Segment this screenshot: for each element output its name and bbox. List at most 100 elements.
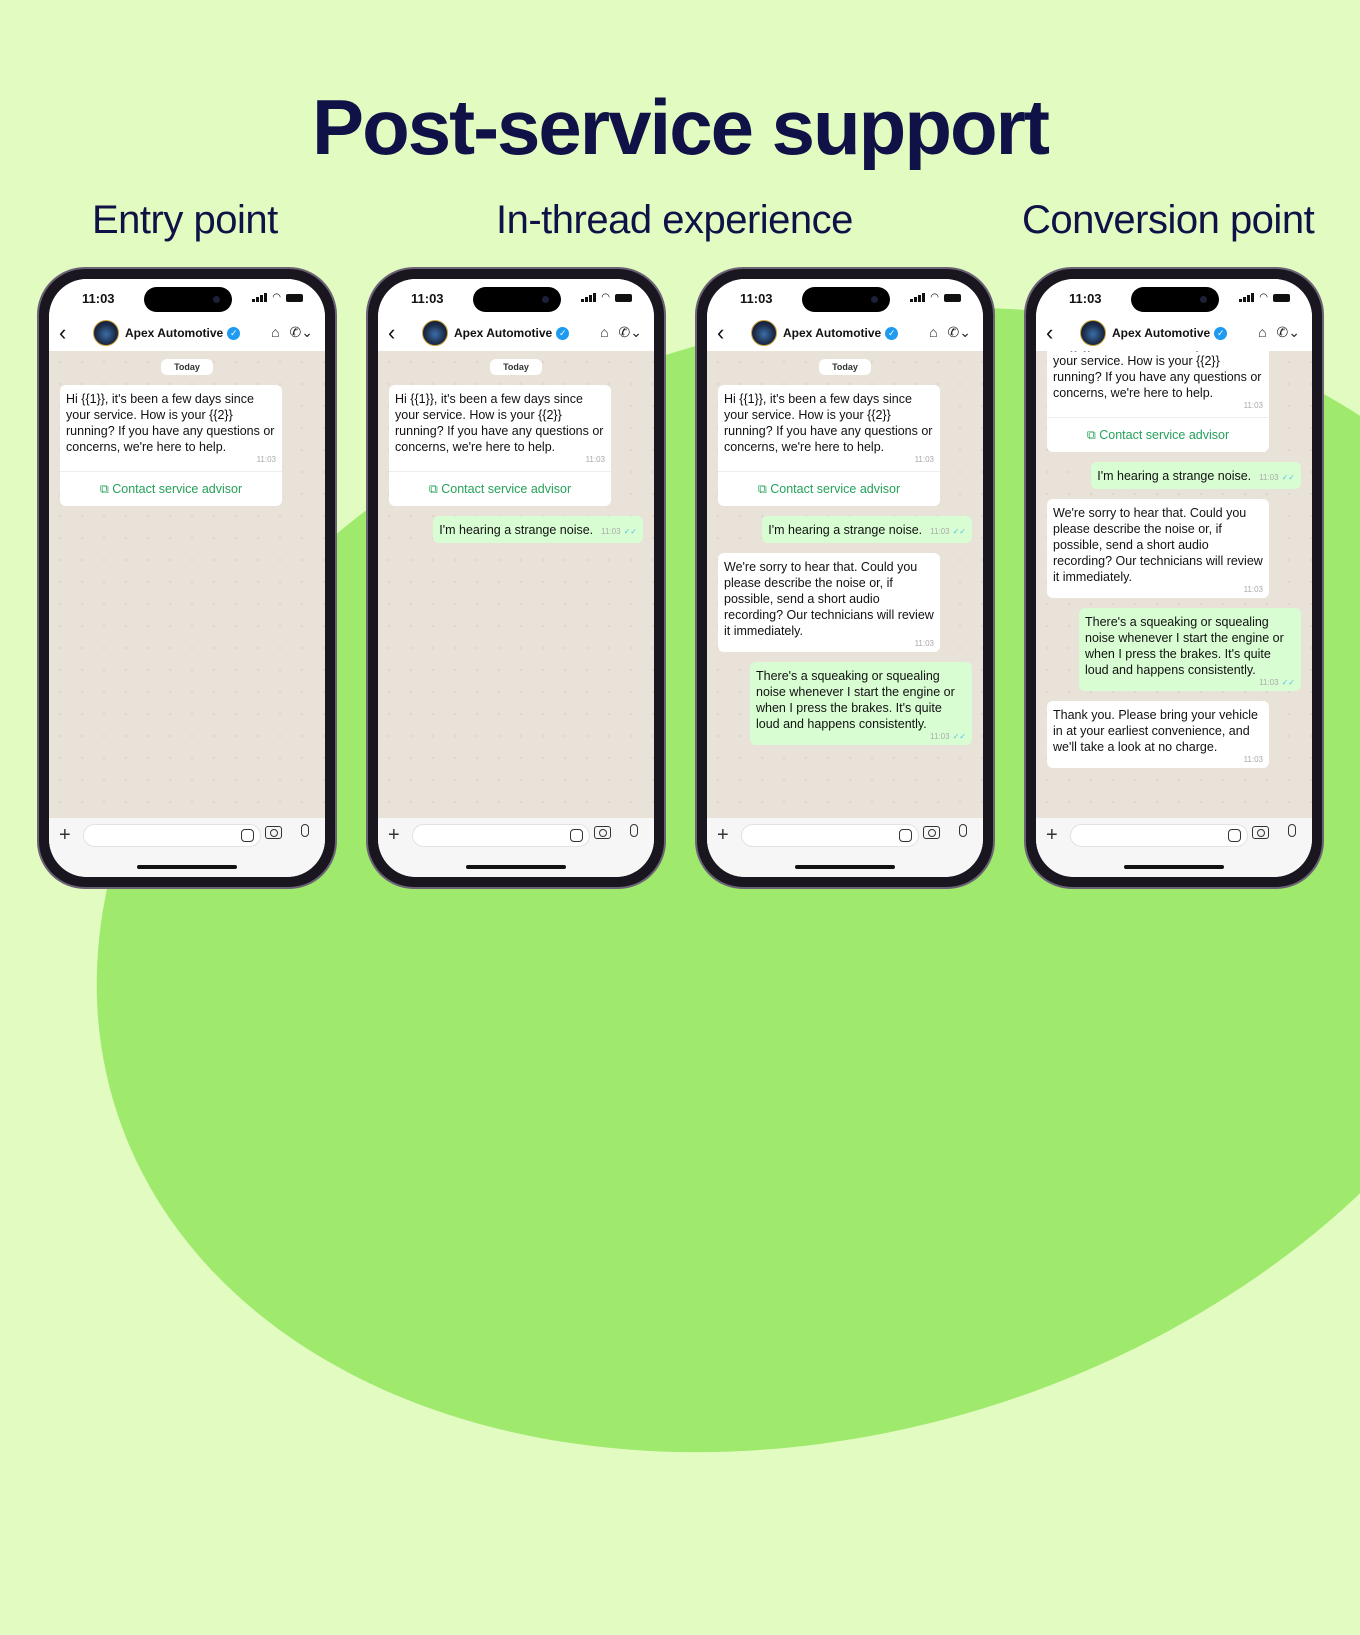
microphone-icon[interactable] [630, 824, 638, 837]
message-time: 11:03 [256, 455, 276, 464]
camera-icon[interactable] [923, 826, 940, 839]
microphone-icon[interactable] [959, 824, 967, 837]
message-incoming: Thank you. Please bring your vehicle in … [1047, 701, 1269, 768]
message-text: We're sorry to hear that. Could you plea… [724, 560, 934, 638]
status-time: 11:03 [82, 291, 115, 306]
message-text: Hi {{1}}, it's been a few days since you… [724, 392, 933, 454]
message-text: Hi {{1}}, it's been a few days since you… [1053, 351, 1262, 400]
contact-service-advisor-button[interactable]: ⧉ Contact service advisor [1047, 417, 1269, 452]
plus-icon[interactable]: + [59, 824, 71, 846]
phone-call-icon[interactable]: ✆⌄ [1276, 324, 1300, 340]
date-badge: Today [490, 359, 542, 375]
status-bar: 11:03 ◠ [49, 279, 325, 315]
contact-service-advisor-button[interactable]: ⧉ Contact service advisor [60, 471, 282, 506]
wifi-icon: ◠ [930, 292, 939, 303]
verified-icon: ✓ [227, 326, 241, 340]
avatar[interactable] [1080, 320, 1106, 346]
microphone-icon[interactable] [301, 824, 309, 837]
message-incoming: Hi {{1}}, it's been a few days since you… [389, 385, 611, 506]
avatar[interactable] [422, 320, 448, 346]
contact-name[interactable]: Apex Automotive [454, 326, 553, 340]
contact-service-advisor-button[interactable]: ⧉ Contact service advisor [389, 471, 611, 506]
plus-icon[interactable]: + [717, 824, 729, 846]
message-time: 11:03 [1243, 585, 1263, 594]
back-icon[interactable]: ‹ [388, 320, 396, 345]
plus-icon[interactable]: + [1046, 824, 1058, 846]
message-time: 11:03 [585, 455, 605, 464]
message-text: I'm hearing a strange noise. [768, 523, 923, 537]
message-text: Hi {{1}}, it's been a few days since you… [395, 392, 604, 454]
avatar[interactable] [751, 320, 777, 346]
store-icon[interactable]: ⌂ [600, 324, 609, 340]
message-text: There's a squeaking or squealing noise w… [1085, 615, 1284, 677]
contact-name[interactable]: Apex Automotive [1112, 326, 1211, 340]
message-time: 11:03✓✓ [930, 732, 966, 741]
chat-area: Today Hi {{1}}, it's been a few days sinc… [49, 351, 325, 818]
verified-icon: ✓ [885, 326, 899, 340]
message-outgoing: There's a squeaking or squealing noise w… [750, 662, 972, 745]
verified-icon: ✓ [1214, 326, 1228, 340]
home-indicator [1124, 865, 1224, 869]
back-icon[interactable]: ‹ [59, 320, 67, 345]
sticker-icon[interactable] [1228, 829, 1241, 842]
chat-area: Today Hi {{1}}, it's been a few days sinc… [378, 351, 654, 818]
phone-mockup: 11:03 ◠ ‹ Apex Automotive✓ ⌂ ✆⌄ Today Hi {{… [37, 267, 337, 889]
message-text: I'm hearing a strange noise. [1097, 469, 1252, 483]
message-input[interactable] [1070, 824, 1248, 847]
store-icon[interactable]: ⌂ [1258, 324, 1267, 340]
message-input[interactable] [83, 824, 261, 847]
status-time: 11:03 [411, 291, 444, 306]
read-ticks-icon: ✓✓ [1281, 473, 1295, 482]
chat-header: ‹ Apex Automotive✓ ⌂ ✆⌄ [49, 315, 325, 351]
message-outgoing: I'm hearing a strange noise.11:03✓✓ [433, 516, 643, 543]
store-icon[interactable]: ⌂ [929, 324, 938, 340]
input-bar: + [378, 818, 654, 877]
message-text: Thank you. Please bring your vehicle in … [1053, 708, 1258, 754]
input-bar: + [707, 818, 983, 877]
store-icon[interactable]: ⌂ [271, 324, 280, 340]
back-icon[interactable]: ‹ [717, 320, 725, 345]
message-input[interactable] [741, 824, 919, 847]
message-text: There's a squeaking or squealing noise w… [756, 669, 955, 731]
message-input[interactable] [412, 824, 590, 847]
contact-name[interactable]: Apex Automotive [125, 326, 224, 340]
back-icon[interactable]: ‹ [1046, 320, 1054, 345]
phone-call-icon[interactable]: ✆⌄ [289, 324, 313, 340]
battery-icon [944, 293, 961, 302]
section-label-conversion: Conversion point [1022, 198, 1315, 242]
section-label-in-thread: In-thread experience [496, 198, 853, 242]
message-outgoing: I'm hearing a strange noise. 11:03✓✓ [1091, 462, 1301, 489]
message-text: Hi {{1}}, it's been a few days since you… [66, 392, 275, 454]
external-link-icon: ⧉ [757, 482, 771, 496]
message-incoming: We're sorry to hear that. Could you plea… [1047, 499, 1269, 598]
message-text: I'm hearing a strange noise. [439, 523, 594, 537]
camera-icon[interactable] [594, 826, 611, 839]
message-outgoing: I'm hearing a strange noise.11:03✓✓ [762, 516, 972, 543]
sticker-icon[interactable] [899, 829, 912, 842]
phone-call-icon[interactable]: ✆⌄ [947, 324, 971, 340]
read-ticks-icon: ✓✓ [623, 527, 637, 536]
message-incoming: Hi {{1}}, it's been a few days since you… [60, 385, 282, 506]
home-indicator [795, 865, 895, 869]
camera-icon[interactable] [1252, 826, 1269, 839]
date-badge: Today [161, 359, 213, 375]
message-time: 11:03 [914, 639, 934, 648]
phone-mockup: 11:03 ◠ ‹Apex Automotive✓ ⌂✆⌄ Hi {{1}}, … [1024, 267, 1324, 889]
external-link-icon: ⧉ [428, 482, 442, 496]
phone-call-icon[interactable]: ✆⌄ [618, 324, 642, 340]
section-label-entry: Entry point [92, 198, 278, 242]
phone-screen: 11:03 ◠ ‹ Apex Automotive✓ ⌂ ✆⌄ Today Hi {{… [49, 279, 325, 877]
sticker-icon[interactable] [570, 829, 583, 842]
avatar[interactable] [93, 320, 119, 346]
camera-icon[interactable] [265, 826, 282, 839]
sticker-icon[interactable] [241, 829, 254, 842]
contact-name[interactable]: Apex Automotive [783, 326, 882, 340]
signal-icon [581, 293, 597, 302]
message-time: 11:03✓✓ [1259, 473, 1295, 482]
read-ticks-icon: ✓✓ [952, 732, 966, 741]
contact-service-advisor-button[interactable]: ⧉ Contact service advisor [718, 471, 940, 506]
external-link-icon: ⧉ [99, 482, 113, 496]
microphone-icon[interactable] [1288, 824, 1296, 837]
plus-icon[interactable]: + [388, 824, 400, 846]
